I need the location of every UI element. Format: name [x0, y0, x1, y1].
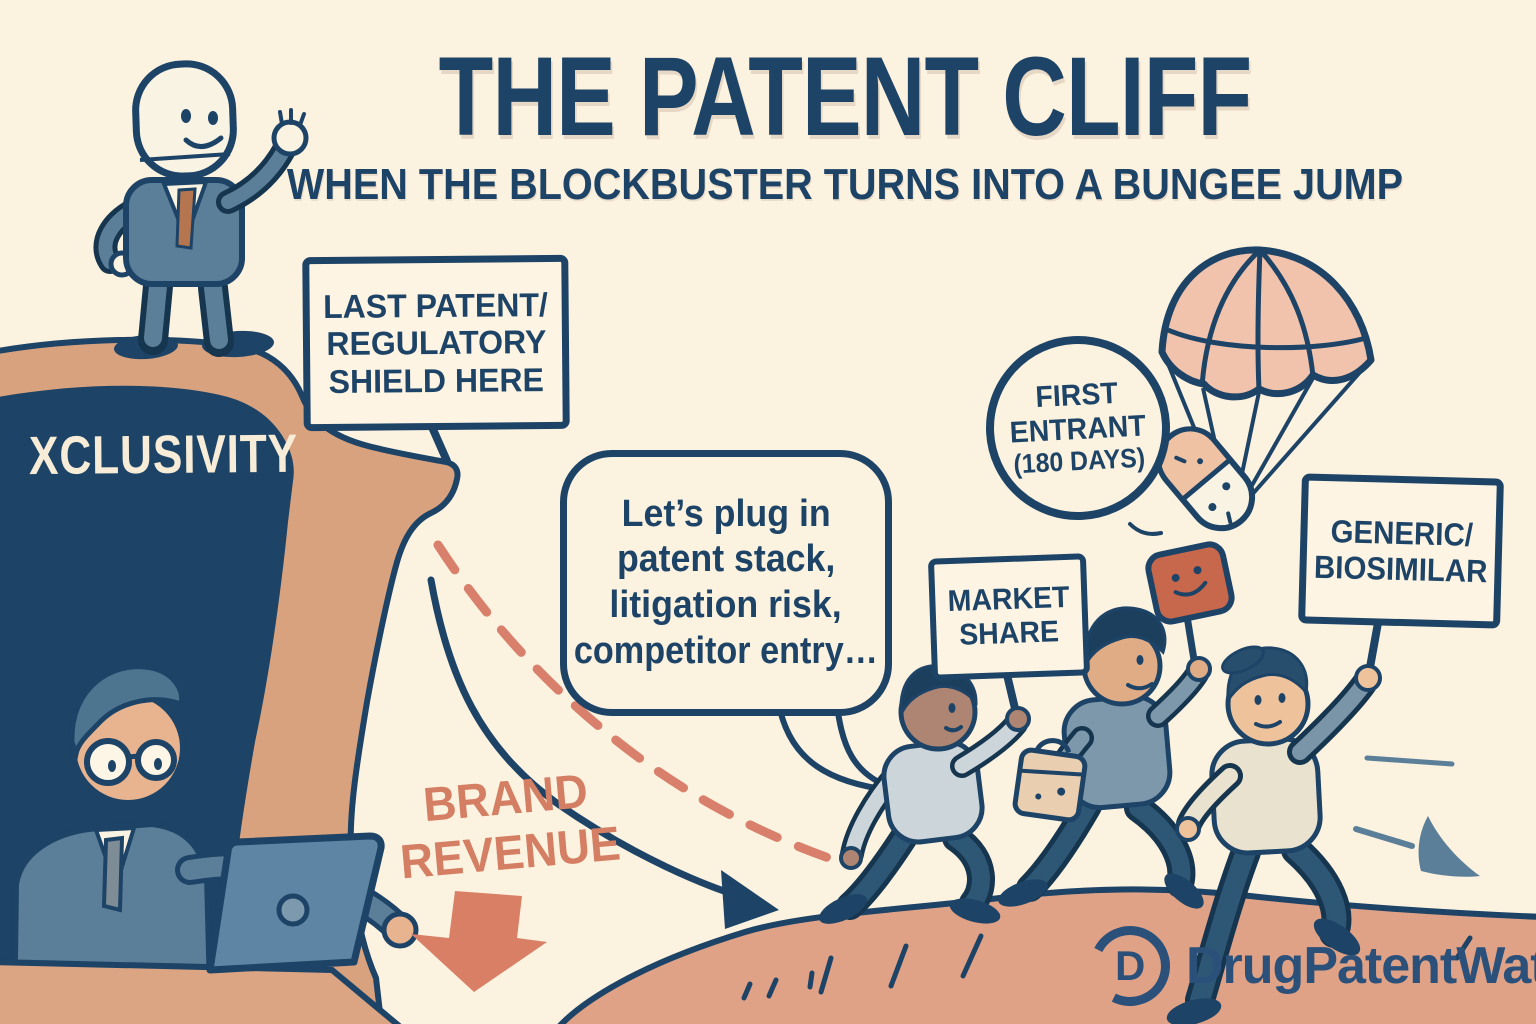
sign-line: LAST PATENT/ [323, 285, 549, 325]
brand-revenue-down-arrow [411, 891, 547, 992]
ground-hatch-marks [741, 933, 1473, 1001]
analyst-speech-bubble: Let’s plug in patent stack, litigation r… [560, 450, 892, 716]
exclusivity-text: XCLUSIVITY [28, 423, 299, 487]
sign-line: SHIELD HERE [328, 360, 545, 400]
sign-line: REGULATORY [325, 323, 547, 363]
bubble-line: Let’s plug in [621, 492, 831, 535]
generic-biosimilar-sign: GENERIC/ BIOSIMILAR [1298, 473, 1504, 629]
sign-line: SHARE [959, 615, 1060, 652]
page-title-text: THE PATENT CLIFF [438, 34, 1253, 160]
revenue-decline-arrow-curve [427, 576, 779, 929]
bubble-line: competitor entry… [573, 629, 879, 672]
page-subtitle: WHEN THE BLOCKBUSTER TURNS INTO A BUNGEE… [150, 160, 1536, 210]
runner-smiley-paddle [998, 541, 1235, 909]
bubble-line: litigation risk, [609, 584, 843, 626]
revenue-decline-dashed-curve [433, 540, 845, 867]
logo-monogram: D [1114, 942, 1146, 989]
parachute-capsule [1128, 246, 1375, 536]
drugpatentwatch-logo: D DrugPatentWatch [1079, 915, 1536, 1017]
logo-wordmark: DrugPatentWatch [1186, 937, 1536, 995]
briefcase-bag [1012, 738, 1088, 823]
motion-swoosh [1353, 755, 1480, 877]
badge-line: (180 DAYS) [1013, 442, 1147, 480]
sign-line: BIOSIMILAR [1313, 548, 1488, 590]
sign-line: MARKET [946, 580, 1070, 618]
last-patent-shield-sign: LAST PATENT/ REGULATORY SHIELD HERE [302, 254, 570, 432]
bubble-line: patent stack, [616, 538, 836, 581]
exclusivity-cliff-label: XCLUSIVITY [2, 423, 303, 488]
page-title: THE PATENT CLIFF [150, 40, 1536, 155]
falling-pill-capsule [1156, 426, 1256, 532]
laptop [206, 832, 385, 974]
market-share-sign: MARKET SHARE [927, 553, 1091, 681]
sign-line: GENERIC/ [1329, 512, 1474, 553]
title-block: THE PATENT CLIFF WHEN THE BLOCKBUSTER TU… [150, 40, 1536, 210]
page-subtitle-text: WHEN THE BLOCKBUSTER TURNS INTO A BUNGEE… [286, 160, 1404, 210]
brand-revenue-label: BRAND REVENUE [384, 762, 633, 892]
runner-generic-biosimilar [1166, 602, 1385, 1024]
smiley-paddle-sign [1145, 541, 1235, 625]
logo-d-icon: D [1079, 915, 1181, 1017]
pill-mascot-character [93, 60, 309, 360]
badge-line: FIRST [1034, 377, 1119, 415]
